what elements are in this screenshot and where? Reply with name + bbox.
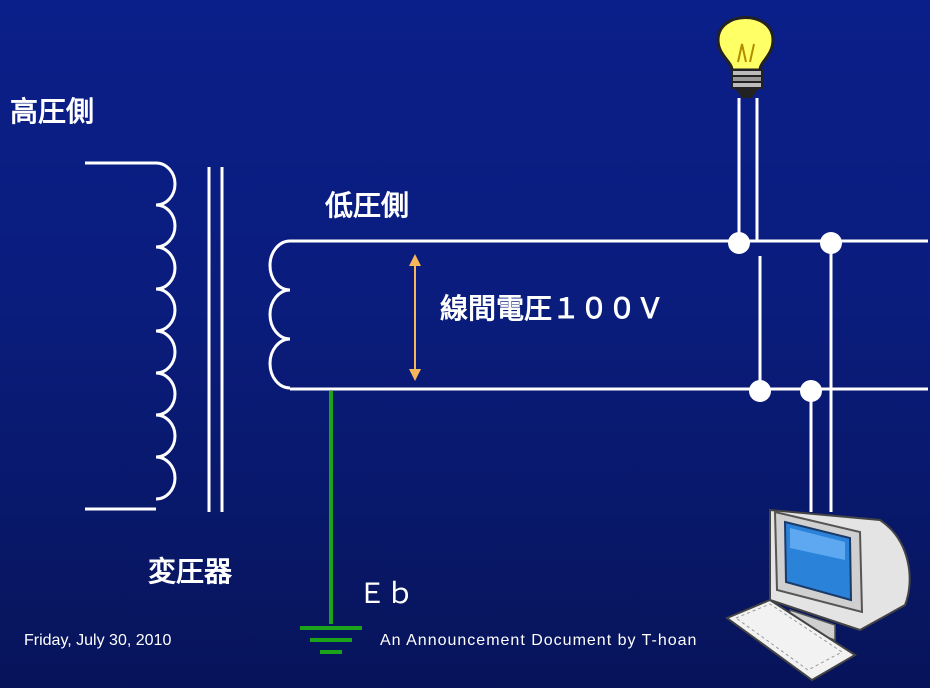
voltage-arrow [409,254,421,381]
line-voltage-label: 線間電圧１００Ｖ [440,292,665,325]
footer-date: Friday, July 30, 2010 [24,632,172,649]
light-bulb-icon [716,16,775,98]
primary-coil [85,161,177,511]
low-voltage-side-label: 低圧側 [325,189,410,222]
secondary-coil [268,239,291,390]
ground-label: Ｅｂ [358,577,415,610]
high-voltage-side-label: 高圧側 [10,95,95,128]
transformer-core [207,167,224,512]
footer-title: An Announcement Document by T-hoan [380,632,698,649]
computer-icon [724,508,911,682]
junction-dots [728,232,842,402]
ground-symbol-icon [300,626,362,654]
transformer-label: 変圧器 [148,555,233,588]
